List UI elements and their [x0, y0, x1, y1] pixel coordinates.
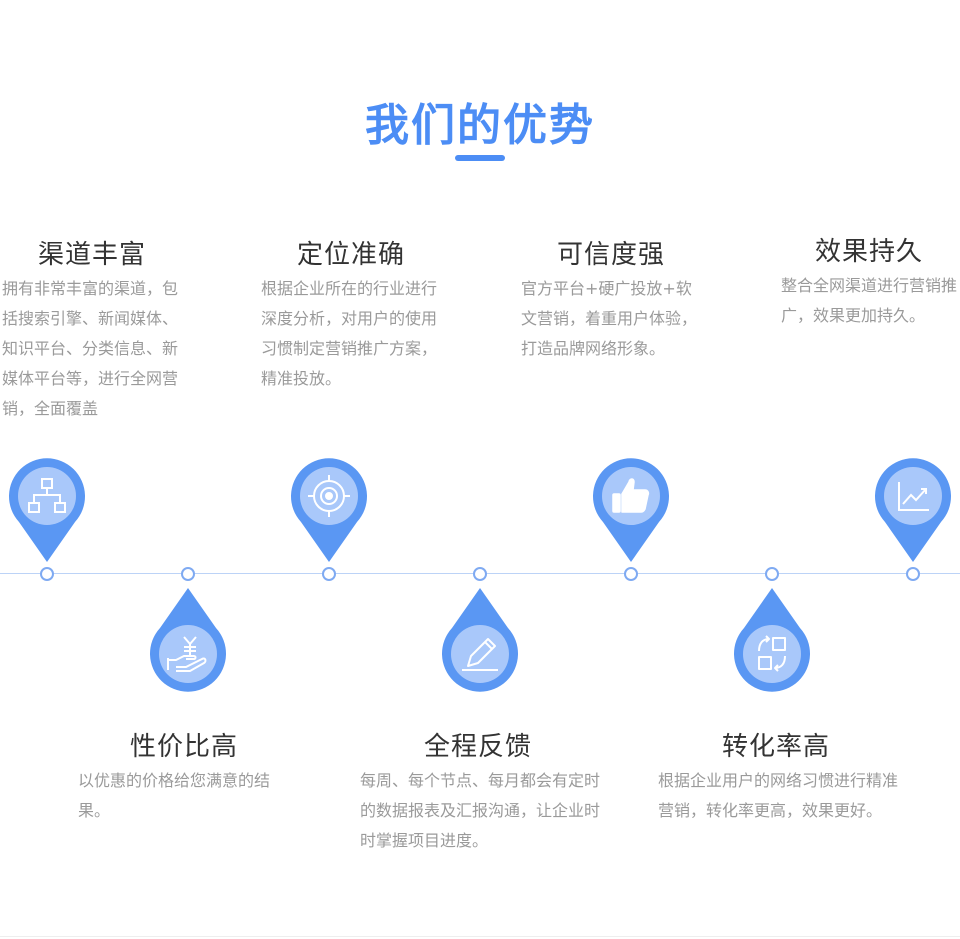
feature-feedback: 全程反馈 每周、每个节点、每月都会有定时的数据报表及汇报沟通，让企业时时掌握项目… — [360, 730, 600, 856]
pin-positioning — [291, 458, 367, 562]
trend-chart-icon — [898, 482, 929, 511]
timeline-dot — [765, 567, 779, 581]
feature-title: 全程反馈 — [424, 732, 533, 762]
feature-title: 性价比高 — [130, 732, 239, 762]
target-icon — [308, 475, 350, 517]
feature-title: 可信度强 — [556, 240, 665, 270]
feature-value: 性价比高 以优惠的价格给您满意的结果。 — [78, 730, 278, 826]
feature-title: 渠道丰富 — [37, 240, 146, 270]
feature-desc: 每周、每个节点、每月都会有定时的数据报表及汇报沟通，让企业时时掌握项目进度。 — [360, 771, 601, 850]
section-title: 我们的优势 — [365, 100, 595, 151]
timeline-dot — [624, 567, 638, 581]
pin-lasting — [875, 458, 951, 562]
feature-title: 定位准确 — [296, 240, 405, 270]
title-underline — [455, 155, 505, 161]
feature-desc: 以优惠的价格给您满意的结果。 — [78, 771, 271, 820]
pin-conversion — [734, 588, 810, 692]
section-divider — [0, 936, 960, 937]
yuan-hand-icon — [167, 636, 207, 672]
feature-lasting: 效果持久 整合全网渠道进行营销推广，效果更加持久。 — [781, 235, 960, 331]
pencil-icon — [462, 638, 498, 671]
feature-conversion: 转化率高 根据企业用户的网络习惯进行精准营销，转化率更高，效果更好。 — [658, 730, 898, 826]
pin-credibility — [593, 458, 669, 562]
pin-feedback — [442, 588, 518, 692]
pin-channels — [9, 458, 85, 562]
thumbs-up-icon — [612, 478, 650, 513]
timeline-dot — [40, 567, 54, 581]
feature-desc: 拥有非常丰富的渠道，包括搜索引擎、新闻媒体、知识平台、分类信息、新媒体平台等，进… — [2, 279, 179, 418]
timeline-dot — [181, 567, 195, 581]
feature-positioning: 定位准确 根据企业所在的行业进行深度分析，对用户的使用习惯制定营销推广方案，精准… — [261, 238, 441, 394]
conversion-arrows-icon — [758, 635, 786, 672]
feature-title: 转化率高 — [722, 732, 831, 762]
pin-value — [150, 588, 226, 692]
timeline-dot — [906, 567, 920, 581]
feature-title: 效果持久 — [815, 237, 924, 267]
timeline-dot — [322, 567, 336, 581]
feature-desc: 根据企业用户的网络习惯进行精准营销，转化率更高，效果更好。 — [658, 771, 899, 820]
feature-desc: 官方平台+硬广投放+软文营销，着重用户体验，打造品牌网络形象。 — [521, 279, 698, 358]
feature-desc: 根据企业所在的行业进行深度分析，对用户的使用习惯制定营销推广方案，精准投放。 — [261, 279, 438, 388]
feature-channels: 渠道丰富 拥有非常丰富的渠道，包括搜索引擎、新闻媒体、知识平台、分类信息、新媒体… — [2, 238, 182, 424]
network-hierarchy-icon — [28, 478, 66, 513]
feature-credibility: 可信度强 官方平台+硬广投放+软文营销，着重用户体验，打造品牌网络形象。 — [521, 238, 701, 364]
timeline-dot — [473, 567, 487, 581]
feature-desc: 整合全网渠道进行营销推广，效果更加持久。 — [781, 276, 958, 325]
